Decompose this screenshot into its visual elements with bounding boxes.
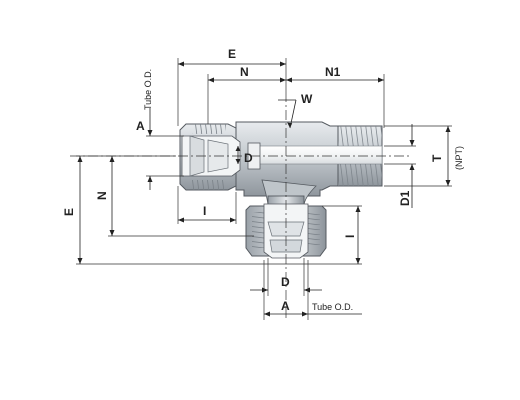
label-D-mid: D <box>244 151 253 165</box>
bottom-nut-thread-right <box>308 212 320 248</box>
run-bore <box>257 145 383 165</box>
label-N-left: N <box>95 191 109 200</box>
label-N1: N1 <box>325 65 341 79</box>
label-A-bottom: A <box>281 299 290 313</box>
dimension-labels: E N N1 W A Tube O.D. D T (NPT) D1 E N I … <box>62 47 464 313</box>
label-D-bottom: D <box>281 275 290 289</box>
label-npt: (NPT) <box>454 146 464 170</box>
dimension-lines <box>76 58 452 320</box>
label-T: T <box>430 154 444 162</box>
label-tube-od-left: Tube O.D. <box>143 69 153 110</box>
label-N-top: N <box>240 65 249 79</box>
label-I-horizontal: I <box>203 204 206 218</box>
left-nut-thread-bottom <box>192 180 226 190</box>
label-E-left: E <box>62 208 76 216</box>
bottom-nut-thread-left <box>252 212 264 248</box>
label-I-vertical: I <box>343 235 357 238</box>
label-A-left: A <box>136 119 145 133</box>
label-E-top: E <box>228 47 236 61</box>
label-tube-od-bottom: Tube O.D. <box>312 302 353 312</box>
label-D1: D1 <box>398 190 412 206</box>
bottom-ferrule-front <box>267 221 305 237</box>
label-W: W <box>301 92 313 106</box>
left-nut-thread-top <box>192 124 226 134</box>
